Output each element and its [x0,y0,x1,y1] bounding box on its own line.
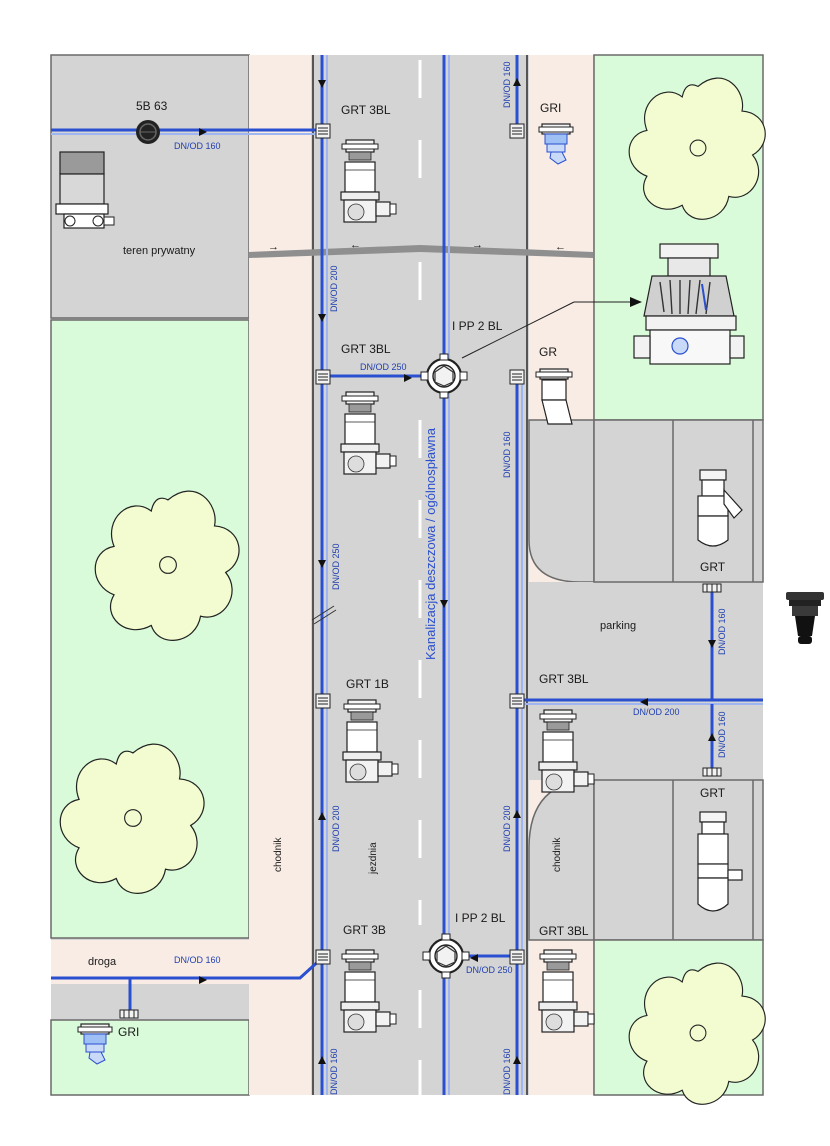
gully-label: GRT 3BL [341,342,391,356]
area-label-sidewalk-left: chodnik [273,837,284,872]
chamber-3d-detail [461,243,745,365]
gully-product-icon [786,592,824,644]
pipe-label: DN/OD 200 [331,805,341,852]
parking-lot-upper [593,419,764,583]
area-label-private: teren prywatny [123,245,196,257]
gully-icon [535,368,573,425]
grate-icon [702,767,722,777]
gully-label: GRI [118,1025,139,1039]
chamber-label: I PP 2 BL [455,911,506,925]
manhole-icon [136,120,160,144]
grate-icon [509,693,525,709]
area-label-road: droga [88,956,117,968]
svg-text:←: ← [555,241,566,253]
flow-arrows [199,78,716,1064]
svg-text:→: → [268,241,279,253]
pipe-label: DN/OD 250 [466,965,513,975]
gully-icon [697,811,743,912]
area-label-roadway: jezdnia [368,842,379,875]
gully-label: GRT 1B [346,677,389,691]
gully-label: GRI [540,101,561,115]
cross-slope: → ← → ← [249,239,593,258]
svg-text:←: ← [350,239,361,251]
pipe-label: DN/OD 200 [329,265,339,312]
grate-icon [315,369,331,385]
pipe-label: DN/OD 250 [331,543,341,590]
grate-icon [315,123,331,139]
pipe-label: DN/OD 160 [717,608,727,655]
gully-label: GRT [700,560,726,574]
gully-label: GRT 3BL [341,103,391,117]
svg-text:→: → [472,239,483,251]
grate-icon [509,369,525,385]
gully-label: GRT [700,786,726,800]
parking-curb [528,419,595,583]
grate-icon [315,693,331,709]
grate-icon [315,949,331,965]
gully-label: GRT 3BL [539,672,589,686]
grate-icon [509,949,525,965]
gully-icon [697,469,743,547]
grate-icon [119,1009,139,1019]
pipe-label: DN/OD 160 [174,141,221,151]
pipe-label: DN/OD 160 [502,1048,512,1095]
gully-label: GR [539,345,557,359]
sewer-title: Kanalizacja deszczowa / ogólnospławna [423,427,438,660]
pipe-label: DN/OD 200 [633,707,680,717]
pipe-label: DN/OD 160 [174,955,221,965]
tank-icon [55,151,115,229]
manhole-label: 5B 63 [136,99,168,113]
pipe-label: DN/OD 160 [329,1048,339,1095]
area-label-sidewalk-right: chodnik [552,837,563,872]
pipe-network [51,55,763,1095]
gully-label: GRT 3BL [539,924,589,938]
grate-icon [702,583,722,593]
chamber-label: I PP 2 BL [452,319,503,333]
pipe-label: DN/OD 160 [717,711,727,758]
pipe-label: DN/OD 160 [502,431,512,478]
pipe-label: DN/OD 200 [502,805,512,852]
grate-icon [509,123,525,139]
area-label-parking: parking [600,620,636,632]
pipe-label: DN/OD 160 [502,61,512,108]
pipe-label: DN/OD 250 [360,362,407,372]
gully-label: GRT 3B [343,923,386,937]
parking-lot-lower [593,779,764,941]
sidewalk-left [249,55,311,1095]
